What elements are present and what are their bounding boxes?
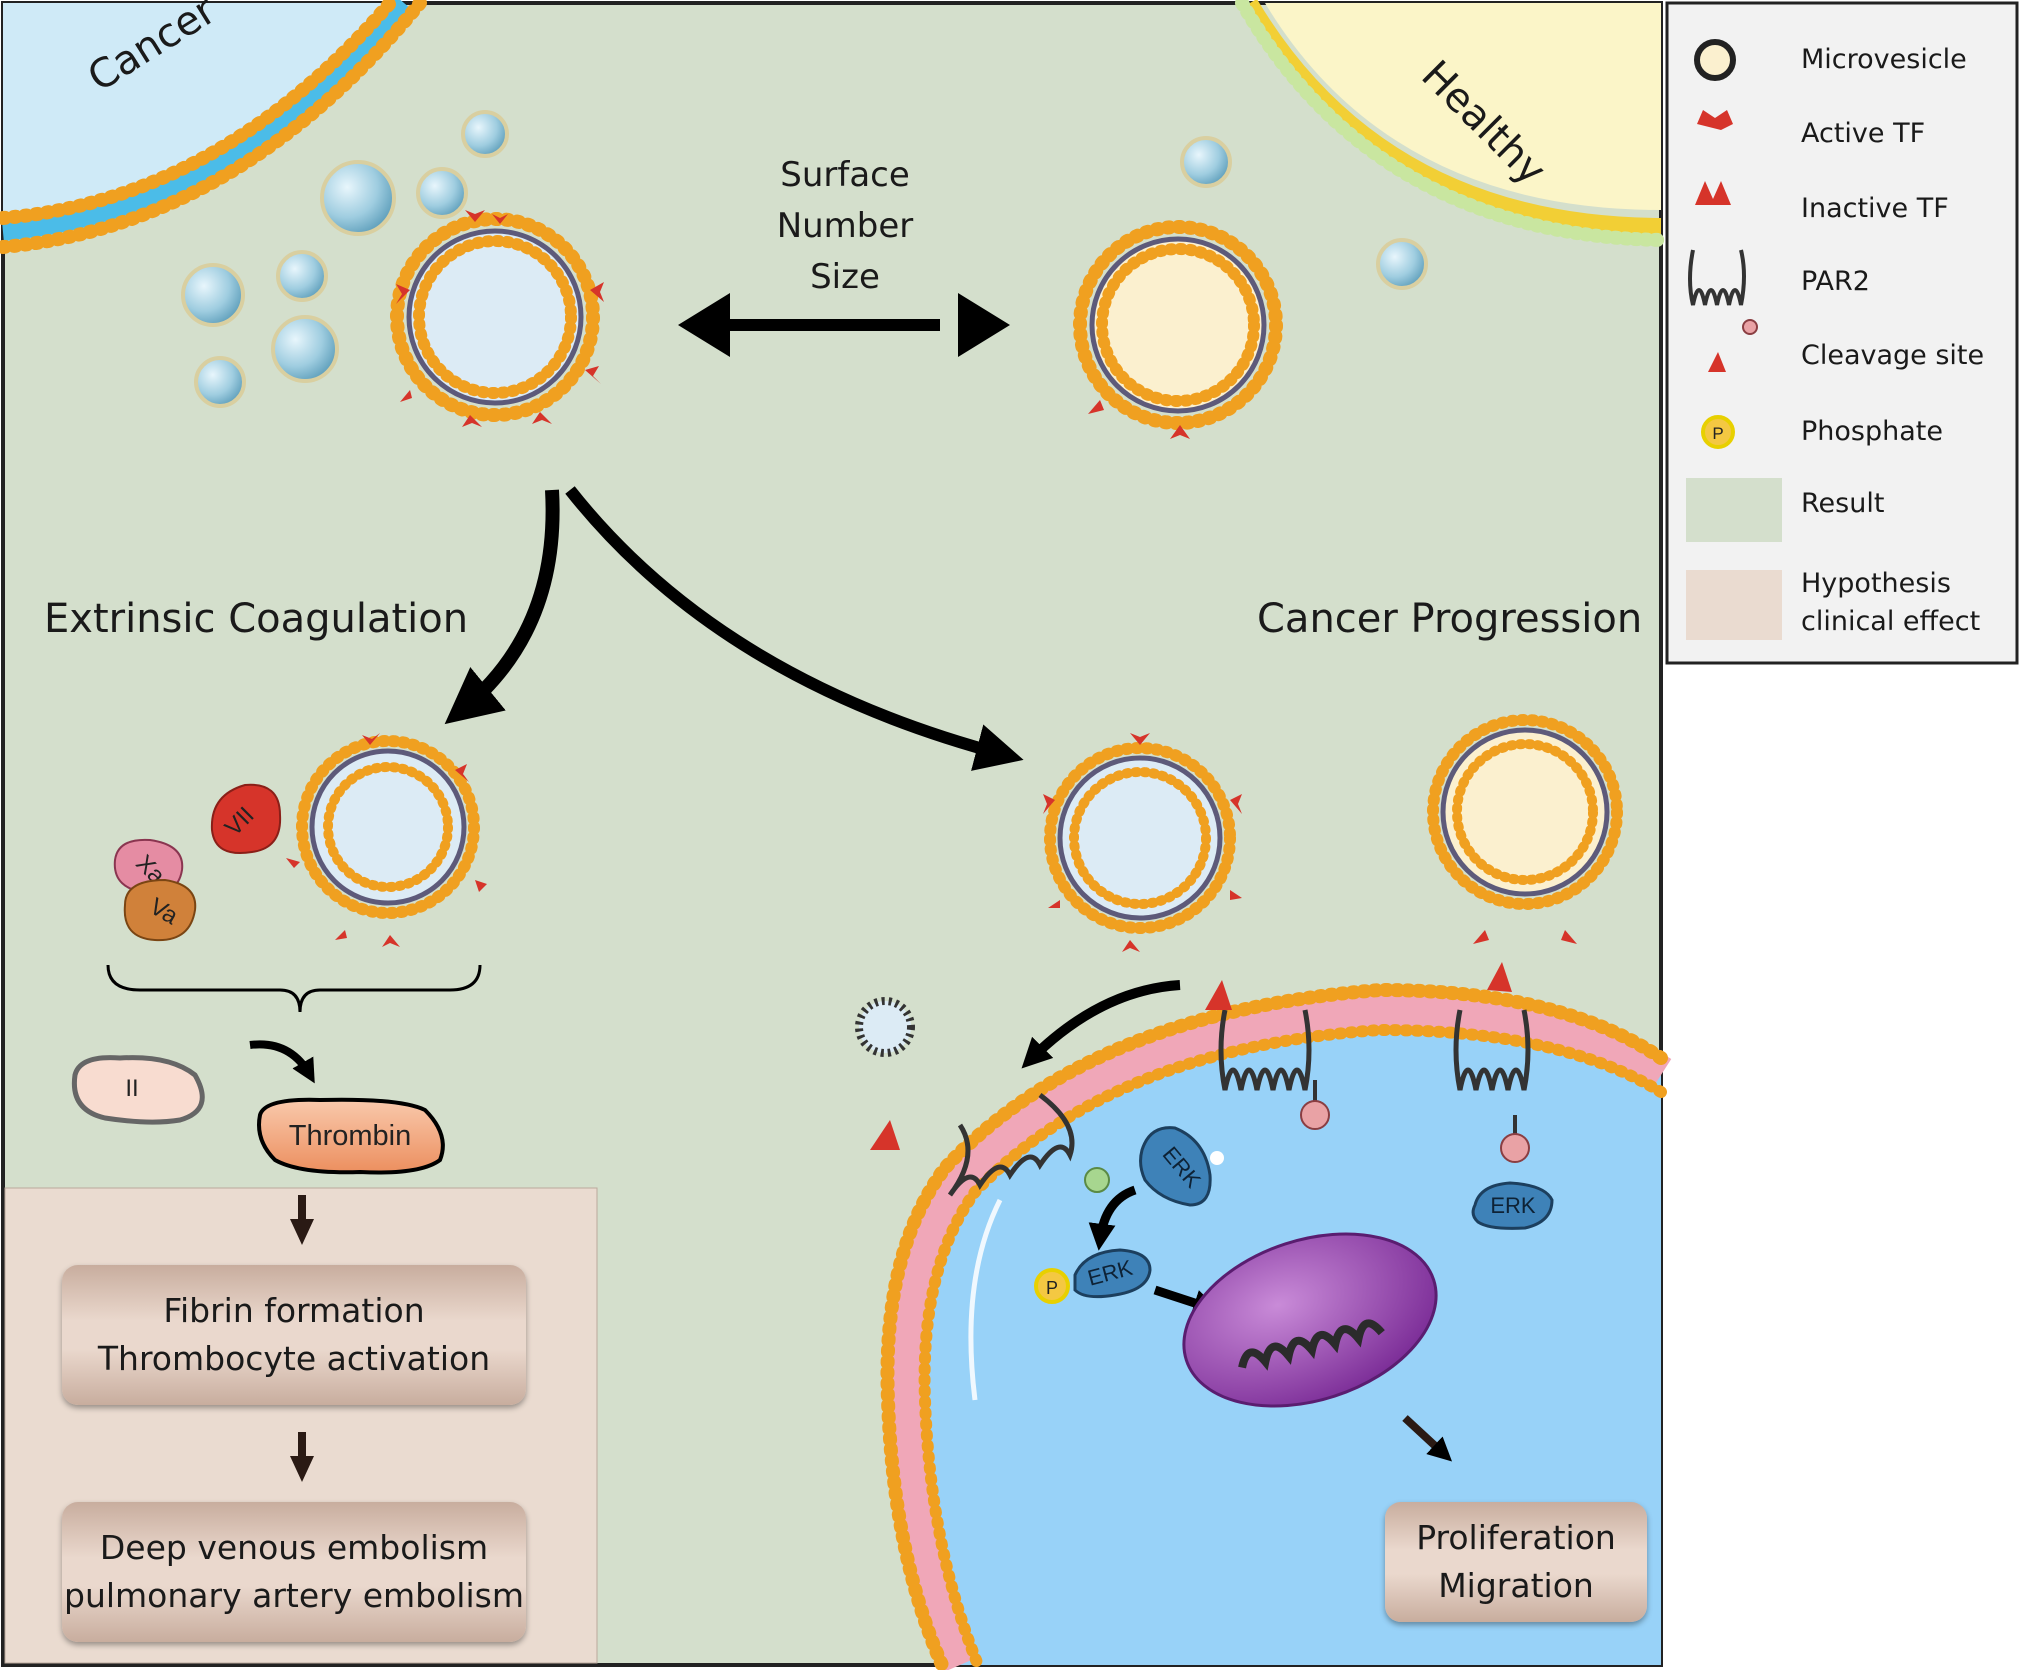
cancer-microvesicle-large [390,210,604,427]
legend-hypothesis-line2: clinical effect [1801,605,1981,637]
pathway-cancer-progression: Cancer Progression [1257,596,1643,642]
microvesicle-icon [1694,39,1736,81]
progression-microvesicle-cancer [1043,733,1242,952]
progression-microvesicle-healthy [1427,714,1623,944]
embolism-line2: pulmonary artery embolism [64,1576,524,1615]
complex-brace [106,964,482,1013]
phosphate-icon: P [1701,415,1735,449]
comparison-labels: Surface Number Size [740,150,950,303]
fibrin-line1: Fibrin formation [163,1291,425,1331]
result-arrows-left [290,1195,314,1482]
nucleus [1182,1232,1438,1408]
legend-hypothesis-line1: Hypothesis [1801,568,1951,599]
erk-label-2: ERK [1490,1193,1536,1218]
active-tf-icon [1697,110,1733,130]
par2-icon [1688,249,1758,335]
cancer-microvesicles [181,110,509,408]
legend-label-hypothesis: Hypothesis clinical effect [1801,565,1980,641]
prothrombin: II [71,1055,205,1125]
result-fibrin-formation: Fibrin formation Thrombocyte activation [62,1265,526,1405]
legend-label-microvesicle: Microvesicle [1801,44,1967,75]
shed-arrow [1021,980,1181,1069]
thrombin-label: Thrombin [289,1120,412,1152]
healthy-cell [1235,0,1668,247]
inactive-tf-icon [1695,181,1731,205]
result-proliferation: Proliferation Migration [1385,1502,1647,1622]
shed-vesicle [855,997,915,1057]
fibrin-line2: Thrombocyte activation [97,1339,491,1378]
cleavage-site-free [870,1120,900,1150]
factor-ii-label: II [125,1075,138,1102]
pathway-extrinsic-coagulation: Extrinsic Coagulation [44,596,469,642]
phosphorylation-arrow [1088,1185,1137,1251]
cancer-cell [0,0,427,254]
legend-label-inactive-tf: Inactive TF [1801,193,1949,224]
result-swatch [1686,478,1782,542]
comparison-arrow [678,293,1010,357]
comparison-size: Size [810,257,880,297]
comparison-surface: Surface [780,155,910,195]
erk-inactive: ERK [1139,1126,1224,1207]
hypothesis-swatch [1686,570,1782,640]
erk-phosphorylated: ERK P [1034,1248,1152,1304]
thrombin: Thrombin [257,1097,445,1175]
legend-label-cleavage-site: Cleavage site [1801,340,1985,371]
par2-tails [1084,1080,1530,1193]
coagulation-microvesicle [286,733,487,947]
comparison-number: Number [776,206,914,246]
proliferation-line1: Proliferation [1416,1518,1616,1558]
embolism-line1: Deep venous embolism [99,1528,489,1568]
legend-label-par2: PAR2 [1801,266,1870,297]
legend: P [1665,1,2019,665]
factor-va: Va [123,878,197,942]
coagulation-arrow [444,489,560,725]
erk-free: ERK [1471,1181,1554,1230]
conversion-arrow [249,1040,315,1084]
legend-label-active-tf: Active TF [1801,118,1926,149]
legend-label-result: Result [1801,488,1885,519]
healthy-microvesicle-large [1073,220,1283,439]
par2-receptors [947,1009,1531,1197]
legend-label-phosphate: Phosphate [1801,416,1943,447]
factor-vii: VII [210,783,282,854]
phosphate-label: P [1046,1278,1058,1298]
legend-box [1665,1,2019,665]
cleavage-site-icon [1708,352,1726,372]
healthy-microvesicles [1180,136,1428,290]
result-embolism: Deep venous embolism pulmonary artery em… [62,1502,526,1642]
cleavage-sites-bound [1205,962,1512,1010]
legend-phosphate-p: P [1712,424,1723,443]
progression-arrow [565,486,1024,771]
proliferation-line2: Migration [1438,1566,1594,1605]
result-arrow-right [1402,1415,1453,1462]
